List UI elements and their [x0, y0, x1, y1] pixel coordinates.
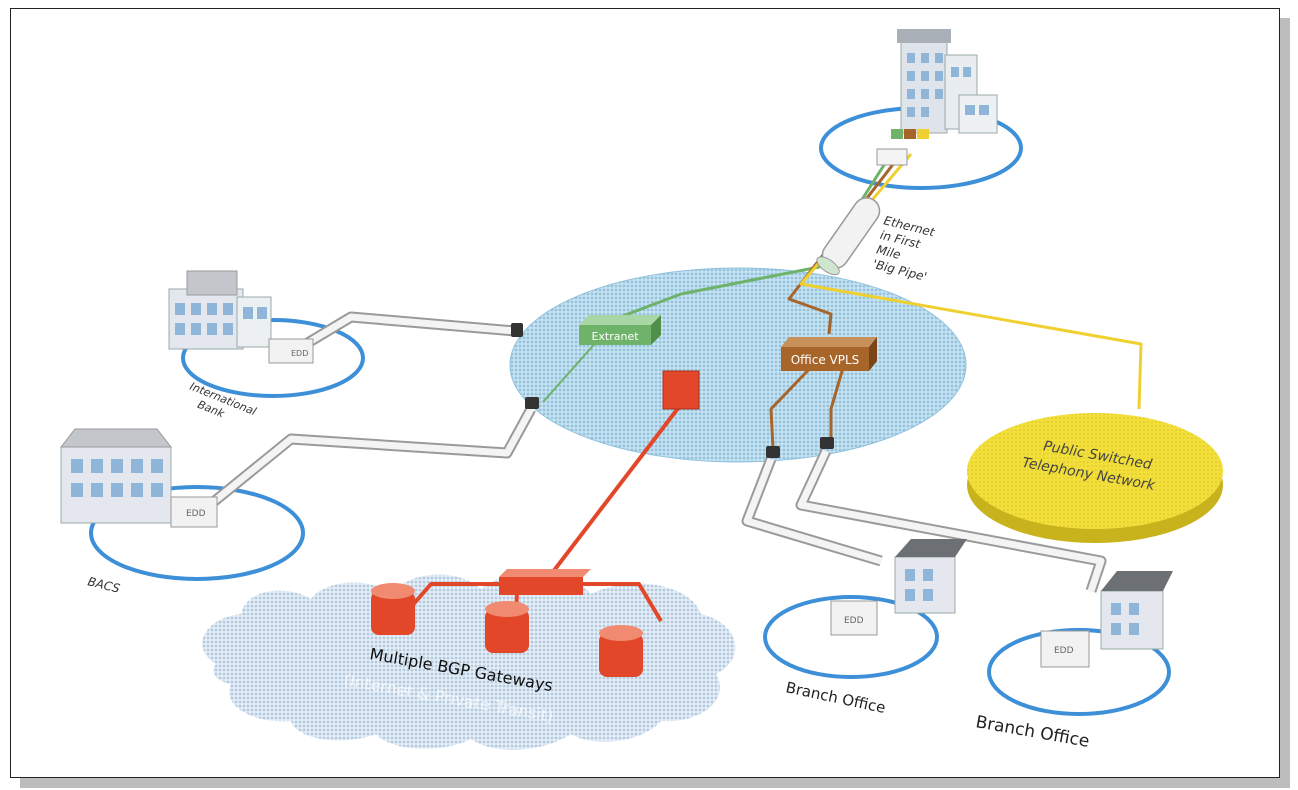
router-1 [371, 583, 415, 635]
bank-building [168, 270, 314, 364]
gateway-router-box [662, 370, 700, 410]
port-connectors [511, 323, 834, 458]
router-3 [599, 625, 643, 677]
bacs-label: BACS [86, 574, 121, 596]
branch-office-label-1: Branch Office [784, 678, 887, 717]
pstn-disc [967, 413, 1223, 543]
bacs-ring [89, 485, 305, 581]
backbone-ellipse [509, 267, 967, 463]
edd-label-branch2: EDD [1054, 646, 1074, 656]
office-vpls-box: Office VPLS [781, 337, 877, 371]
bank-ring [181, 318, 365, 398]
branch1-building [830, 539, 967, 636]
ethernet-label: Ethernet in First Mile 'Big Pipe' [871, 213, 937, 284]
gateway-link [547, 405, 681, 579]
big-pipe [816, 197, 881, 276]
edd-label-bacs: EDD [186, 509, 206, 519]
network-diagram: Extranet Office VPLS EDD EDD EDD EDD Eth… [59, 29, 1223, 752]
branch1-ring [763, 595, 939, 679]
extranet-box: Extranet [579, 315, 661, 345]
edd-label-branch1: EDD [844, 616, 864, 626]
office-vpls-label: Office VPLS [791, 353, 860, 367]
branch2-building [1040, 571, 1173, 668]
bacs-building [59, 428, 218, 528]
router-2 [485, 601, 529, 653]
branch2-ring [987, 628, 1171, 716]
bacs-link [207, 406, 536, 509]
bgp-gateways [371, 569, 643, 677]
diagram-frame: Extranet Office VPLS EDD EDD EDD EDD Eth… [10, 8, 1280, 778]
svg-text:'Big Pipe': 'Big Pipe' [871, 257, 928, 284]
internet-cloud [202, 572, 736, 750]
hq-building [876, 29, 998, 166]
edd-label-bank: EDD [291, 349, 308, 358]
branch-office-label-2: Branch Office [974, 712, 1091, 752]
extranet-label: Extranet [591, 330, 639, 343]
svg-text:Mile: Mile [875, 242, 902, 261]
site-rings [89, 106, 1171, 716]
